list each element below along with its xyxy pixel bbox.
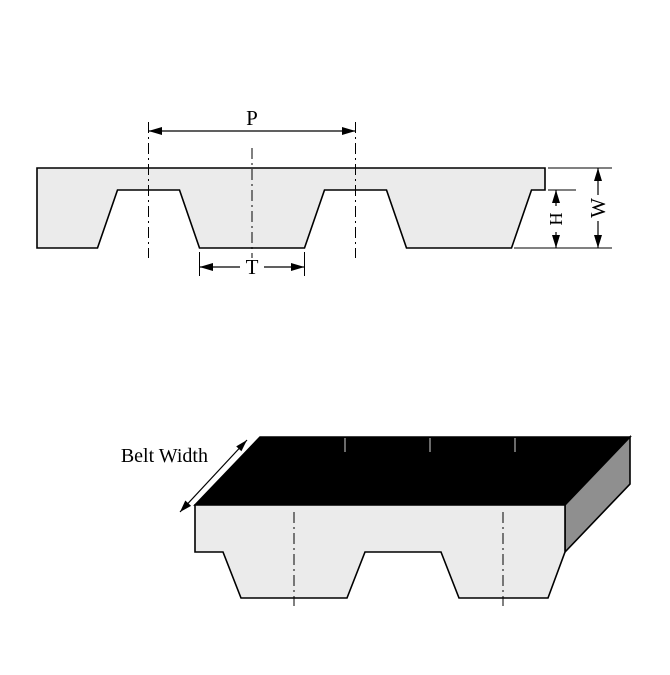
belt-top-surface — [193, 436, 632, 506]
belt-front-face — [194, 504, 566, 599]
tooth-width-arrow-left-icon — [199, 263, 213, 271]
tooth-height-arrow-top-icon — [552, 190, 560, 203]
pitch-label: P — [246, 106, 258, 130]
belt-width-arrow-upper-icon — [236, 440, 247, 452]
pitch-arrow-right-icon — [342, 127, 356, 135]
tooth-width-dimension: T — [199, 252, 305, 279]
perspective-view: Belt Width — [121, 435, 632, 606]
tooth-height-label: H — [546, 213, 566, 226]
belt-thickness-label: W — [586, 198, 610, 218]
belt-thickness-dimension: W — [514, 167, 612, 249]
belt-profile — [36, 167, 546, 249]
pitch-arrow-left-icon — [148, 127, 162, 135]
belt-thickness-arrow-bottom-icon — [594, 235, 602, 248]
belt-width-annotation: Belt Width — [121, 439, 248, 513]
tooth-height-arrow-bottom-icon — [552, 235, 560, 248]
belt-thickness-arrow-top-icon — [594, 168, 602, 181]
tooth-height-dimension: H — [546, 189, 576, 248]
tooth-width-label: T — [246, 255, 259, 279]
belt-width-arrow-line — [179, 439, 248, 513]
pitch-dimension: P — [148, 106, 356, 135]
cross-section-view: P T H W — [36, 106, 612, 279]
tooth-width-arrow-right-icon — [291, 263, 305, 271]
belt-width-label: Belt Width — [121, 445, 208, 467]
top-surface-ticks — [344, 438, 516, 452]
belt-width-arrow-lower-icon — [180, 500, 192, 512]
